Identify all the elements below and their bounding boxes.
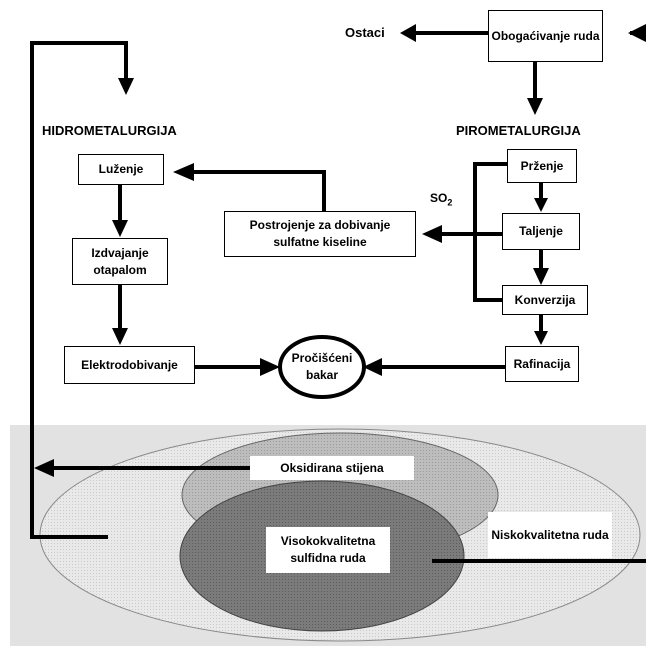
konverzija-down-arrowhead: [534, 331, 548, 345]
obogacivanje-box: Obogaćivanje ruda: [488, 10, 603, 62]
postrojenje-box: Postrojenje za dobivanje sulfatne kiseli…: [224, 211, 416, 257]
rafinacija-box: Rafinacija: [505, 346, 579, 382]
oxidized-to-loop-arrowhead: [34, 459, 54, 477]
so2-text: SO: [430, 191, 448, 205]
elektrodobivanje-box: Elektrodobivanje: [64, 346, 195, 384]
konverzija-box: Konverzija: [502, 285, 588, 315]
so2-label: SO2: [430, 191, 452, 207]
so2-to-plant-arrowhead: [422, 225, 442, 243]
refined-copper-ellipse: [278, 335, 366, 399]
loop-down-arrowhead: [118, 78, 134, 95]
niskokvalitetna-label: Niskokvalitetna ruda: [488, 512, 612, 558]
izdvajanje-box: Izdvajanje otapalom: [72, 238, 168, 285]
prociscen-label: Pročišćeni bakar: [291, 351, 353, 382]
elektro-right-arrowhead: [260, 358, 280, 376]
flow-lines: [30, 31, 646, 563]
left-loop-line: [30, 41, 128, 539]
ostaci-label: Ostaci: [345, 25, 385, 40]
pirometalurgija-heading: PIROMETALURGIJA: [456, 123, 581, 138]
arrowheads: [34, 24, 646, 477]
przenje-box: Prženje: [507, 149, 577, 183]
incoming-arrowhead: [628, 24, 646, 42]
hidrometalurgija-heading: HIDROMETALURGIJA: [42, 123, 177, 138]
taljenje-box: Taljenje: [502, 213, 580, 250]
rafinacija-left-arrowhead: [363, 358, 382, 376]
luzenje-down-arrowhead: [112, 220, 128, 237]
acid-to-leach-line: [192, 170, 326, 213]
visokokvalitetna-label: Visokokvalitetna sulfidna ruda: [266, 527, 390, 573]
oksidirana-label: Oksidirana stijena: [250, 456, 414, 480]
przenje-down-arrowhead: [534, 198, 548, 212]
luzenje-box: Luženje: [78, 154, 164, 185]
acid-to-leach-arrowhead: [173, 163, 194, 181]
ostaci-arrowhead: [400, 24, 416, 42]
so2-subscript: 2: [447, 197, 453, 208]
taljenje-down-arrowhead: [533, 268, 549, 285]
ore-down-arrowhead: [527, 98, 543, 115]
izdvajanje-down-arrowhead: [112, 328, 128, 345]
